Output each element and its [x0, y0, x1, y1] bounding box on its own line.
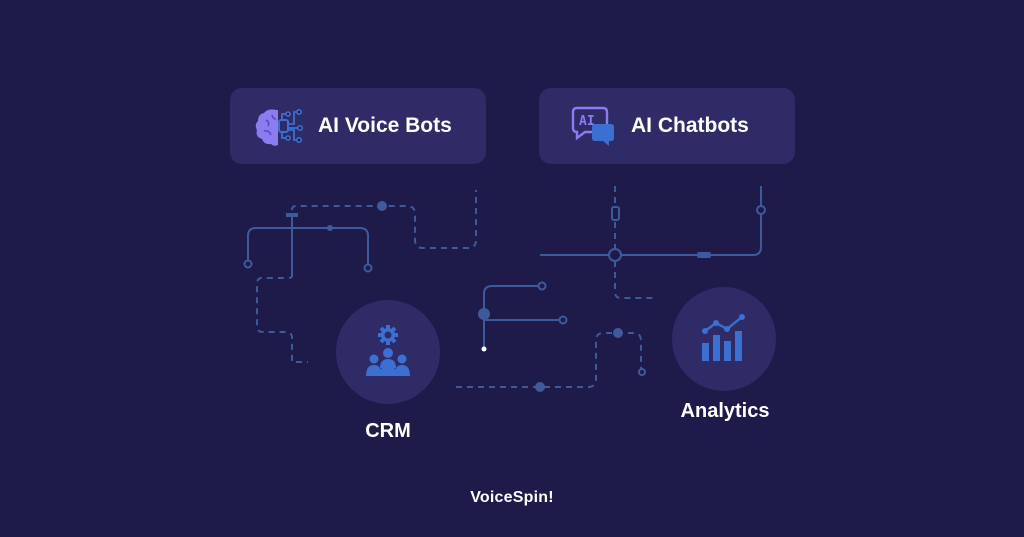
- ai-voice-bots-label: AI Voice Bots: [318, 114, 452, 137]
- ai-voice-bots-card: AI Voice Bots: [230, 88, 486, 164]
- ai-chatbots-label: AI Chatbots: [631, 114, 749, 137]
- analytics-circle: [672, 287, 776, 391]
- analytics-label: Analytics: [680, 400, 770, 422]
- bar-chart-trend-icon: [702, 314, 745, 361]
- voicespin-logo: VoiceSpin!: [470, 489, 554, 506]
- team-gear-icon: [366, 325, 410, 376]
- ai-badge-text: AI: [579, 114, 595, 129]
- brain-circuit-icon: [255, 109, 303, 146]
- crm-circle: [336, 300, 440, 404]
- ai-chat-bubbles-icon: AI: [571, 106, 614, 146]
- crm-label: CRM: [365, 420, 411, 442]
- ai-chatbots-card: AI AI Chatbots: [539, 88, 795, 164]
